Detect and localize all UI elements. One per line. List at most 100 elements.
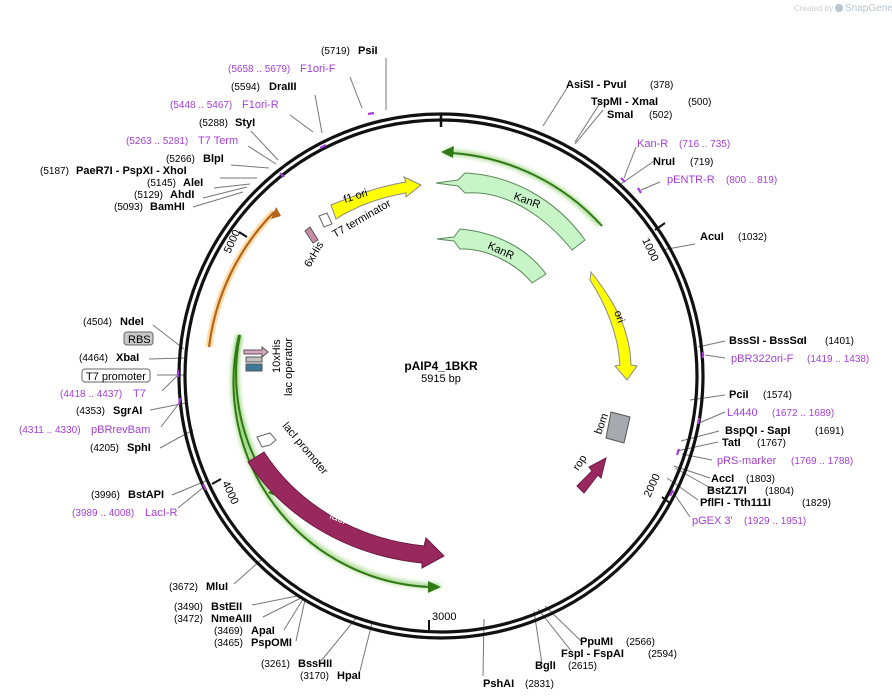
primer-range: (4418 .. 4437) [60,389,122,400]
site-name[interactable]: PflFI - Tth111I [700,497,771,509]
site-name[interactable]: TspMI - XmaI [591,96,658,108]
site-name[interactable]: AhdI [170,189,194,201]
tick-label-4000: 4000 [219,479,240,506]
site-pos: (5145) [147,178,176,189]
site-pos: (5288) [199,118,228,129]
primer-name[interactable]: F1ori-R [242,99,279,111]
site-name[interactable]: BssHII [298,658,332,670]
plasmid-size: 5915 bp [421,373,461,385]
site-name[interactable]: PshAI [483,678,514,690]
primer-name[interactable]: L4440 [727,407,758,419]
orange-feature [207,211,275,348]
site-name[interactable]: BstZ17I [707,485,747,497]
rop-feature[interactable] [576,457,607,494]
kan-highlight-arrow [441,146,454,158]
bom-feature[interactable] [605,411,631,444]
site-name[interactable]: SmaI [607,109,633,121]
site-pos: (3170) [300,671,329,682]
primer-range: (800 .. 819) [726,175,777,186]
site-name[interactable]: PaeR7I - PspXI - XhoI [76,165,187,177]
laci-cds-highlight [232,334,431,588]
site-name[interactable]: NmeAIII [211,613,252,625]
site-name[interactable]: FspI - FspAI [561,648,624,660]
site-pos: (4464) [79,353,108,364]
laci-label: lacI [328,510,348,528]
site-pos: (3472) [174,614,203,625]
site-pos: (1829) [802,498,831,509]
site-pos: (5187) [40,166,69,177]
primer-name[interactable]: pGEX 3' [692,515,733,527]
primer-name[interactable]: pENTR-R [667,174,715,186]
site-name[interactable]: AcuI [700,231,724,243]
site-pos: (1804) [765,486,794,497]
site-pos: (2615) [568,661,597,672]
site-name[interactable]: BglI [535,660,556,672]
site-pos: (3996) [91,490,120,501]
primer-markers [176,111,705,497]
site-name[interactable]: SgrAI [113,405,142,417]
tick-label-2000: 2000 [642,472,663,499]
site-pos: (2566) [626,637,655,648]
site-pos: (4504) [83,317,112,328]
site-name[interactable]: BspQI - SapI [725,425,790,437]
site-name[interactable]: TatI [722,437,741,449]
site-name[interactable]: BstAPI [128,489,164,501]
site-name[interactable]: NdeI [120,316,144,328]
his10-icon [243,345,269,359]
site-name[interactable]: HpaI [337,670,361,682]
primer-name[interactable]: pBRrevBam [91,424,150,436]
primer-name[interactable]: F1ori-F [300,63,336,75]
primer-range: (1419 .. 1438) [807,354,869,365]
site-name[interactable]: BstEII [211,601,242,613]
site-pos: (1691) [815,426,844,437]
site-pos: (3261) [261,659,290,670]
site-name[interactable]: AccI [711,473,734,485]
site-name[interactable]: BlpI [203,153,224,165]
primer-name[interactable]: T7 Term [198,135,238,147]
his6-icon [304,226,319,244]
primer-name[interactable]: pRS-marker [717,455,777,467]
plasmid-name: pAIP4_1BKR [404,359,478,373]
site-name[interactable]: DraIII [269,81,297,93]
primer-range: (1929 .. 1951) [744,516,806,527]
site-name[interactable]: PciI [729,389,749,401]
site-pos: (1401) [825,336,854,347]
site-pos: (3465) [214,638,243,649]
rbs-box[interactable] [123,331,154,346]
site-pos: (1032) [738,232,767,243]
f1ori-feature[interactable] [330,176,422,220]
laci-highlight-arrow [428,581,441,593]
site-name[interactable]: ApaI [251,625,275,637]
t7-promoter-box[interactable] [81,368,151,383]
site-name[interactable]: StyI [235,117,255,129]
t7-promoter-box-label: T7 promoter [86,371,146,383]
ori-feature[interactable] [589,270,638,381]
site-name[interactable]: PpuMI [580,636,613,648]
site-name[interactable]: AsiSI - PvuI [566,79,627,91]
laci-feature[interactable] [247,451,445,569]
his6-label: 6xHis [302,239,326,269]
site-name[interactable]: AleI [183,177,203,189]
primer-name[interactable]: Kan-R [637,138,668,150]
site-pos: (2594) [648,649,677,660]
site-name[interactable]: SphI [127,442,151,454]
primer-range: (5448 .. 5467) [170,100,232,111]
primer-name[interactable]: T7 [133,388,146,400]
site-name[interactable]: PspOMI [251,637,292,649]
site-name[interactable]: BssSI - BssSαI [729,335,807,347]
primer-name[interactable]: pBR322ori-F [731,353,794,365]
site-name[interactable]: PsiI [358,45,378,57]
primer-name[interactable]: LacI-R [145,507,177,519]
kanr-feature-1[interactable] [435,172,586,251]
kanr-feature-2[interactable] [436,228,547,284]
site-name[interactable]: BamHI [150,201,185,213]
site-name[interactable]: XbaI [116,352,139,364]
site-name[interactable]: NruI [653,156,675,168]
site-pos: (1803) [746,474,775,485]
site-name[interactable]: MluI [206,581,228,593]
site-pos: (4353) [76,406,105,417]
snapgene-logo-icon [835,4,843,12]
ori-label: ori [611,309,626,325]
site-pos: (3672) [169,582,198,593]
site-pos: (1767) [757,438,786,449]
